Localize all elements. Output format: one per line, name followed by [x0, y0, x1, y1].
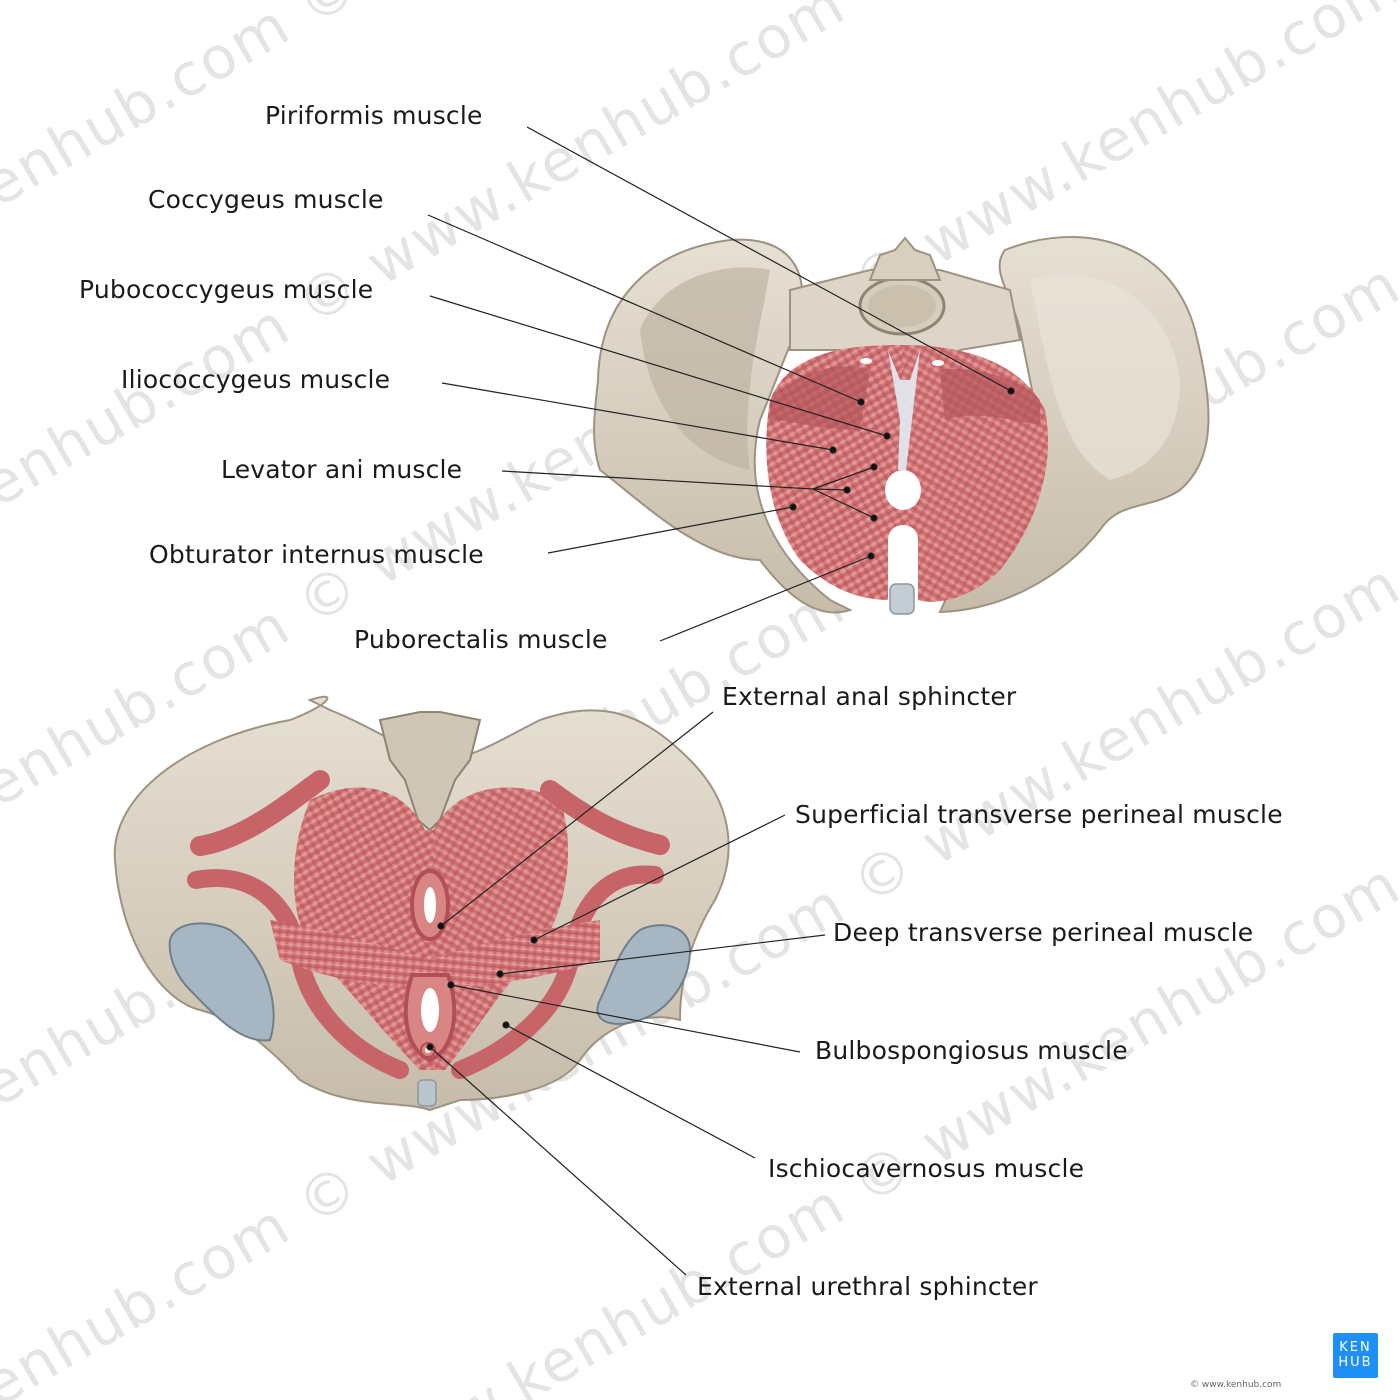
- label-coccygeus: Coccygeus muscle: [148, 185, 384, 214]
- logo-line-2: HUB: [1338, 1354, 1373, 1370]
- copyright-text: © www.kenhub.com: [1190, 1380, 1282, 1390]
- label-piriformis: Piriformis muscle: [265, 101, 483, 130]
- label-superficial-transverse-perineal: Superficial transverse perineal muscle: [795, 800, 1283, 829]
- label-deep-transverse-perineal: Deep transverse perineal muscle: [833, 918, 1254, 947]
- label-external-anal-sphincter: External anal sphincter: [722, 682, 1017, 711]
- label-pubococcygeus: Pubococcygeus muscle: [79, 275, 374, 304]
- pelvis-bottom: [113, 695, 730, 1112]
- label-puborectalis: Puborectalis muscle: [354, 625, 608, 654]
- kenhub-logo: KEN HUB: [1333, 1333, 1378, 1378]
- label-obturator-internus: Obturator internus muscle: [149, 540, 484, 569]
- label-ischiocavernosus: Ischiocavernosus muscle: [768, 1154, 1085, 1183]
- leader-lines: [426, 126, 1015, 1276]
- label-external-urethral-sphincter: External urethral sphincter: [697, 1272, 1038, 1301]
- pelvis-top: [593, 236, 1210, 615]
- logo-line-1: KEN: [1339, 1339, 1372, 1355]
- label-levator-ani: Levator ani muscle: [221, 455, 463, 484]
- label-bulbospongiosus: Bulbospongiosus muscle: [815, 1036, 1128, 1065]
- label-iliococcygeus: Iliococcygeus muscle: [121, 365, 391, 394]
